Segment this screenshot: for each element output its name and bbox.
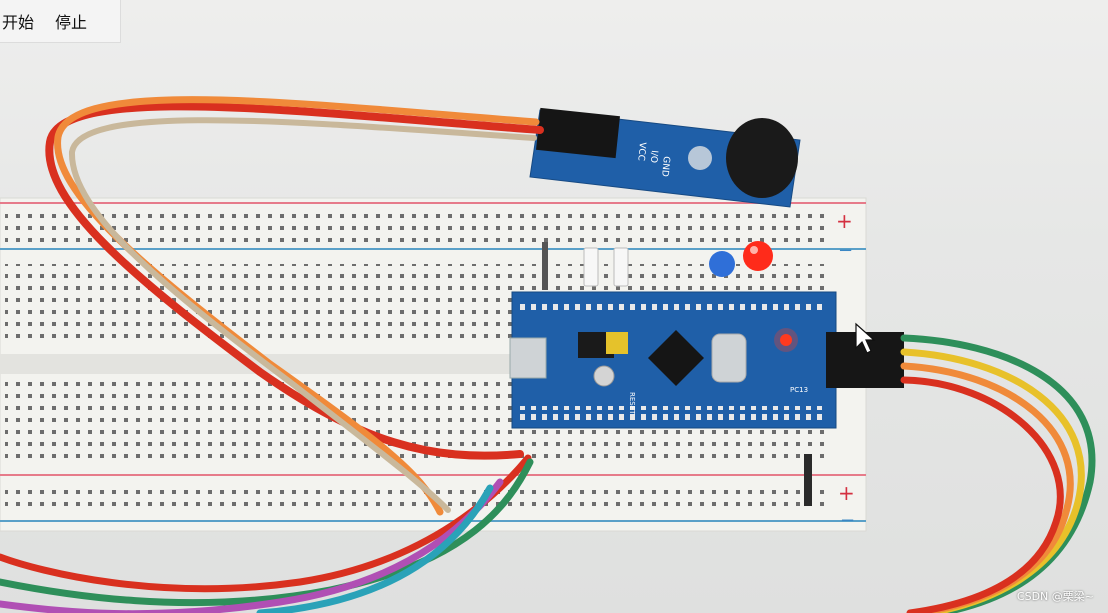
stm32-board: RESET PC13 [509,291,837,429]
jumper-wires [0,96,1096,613]
rail-plus-top: + [836,209,853,233]
mouse-cursor-icon [855,322,876,354]
camera-view: + − + − VCC I/O GND [0,42,1108,613]
buzzer-module: VCC I/O GND [529,107,801,208]
jumper-wire-short [804,454,812,506]
start-button[interactable]: 开始 [0,0,44,42]
stop-button[interactable]: 停止 [44,0,98,42]
vcc-label: VCC [635,142,647,162]
watermark: CSDN @栗梁~ [1016,590,1094,603]
gnd-label: GND [659,156,671,177]
toolbar: 开始 停止 [0,0,121,43]
led-pair [709,241,773,277]
button-cap-right [613,247,629,287]
button-cap-left [583,247,599,287]
rail-plus-bottom: + [838,481,855,505]
rail-minus-bottom: − [840,510,855,531]
reset-label: RESET [628,392,636,415]
pc13-label: PC13 [790,386,808,394]
jumper-pin [542,242,548,290]
io-label: I/O [648,150,659,164]
camera-scene: + − + − VCC I/O GND [0,96,1096,613]
rail-minus-top: − [838,240,853,261]
